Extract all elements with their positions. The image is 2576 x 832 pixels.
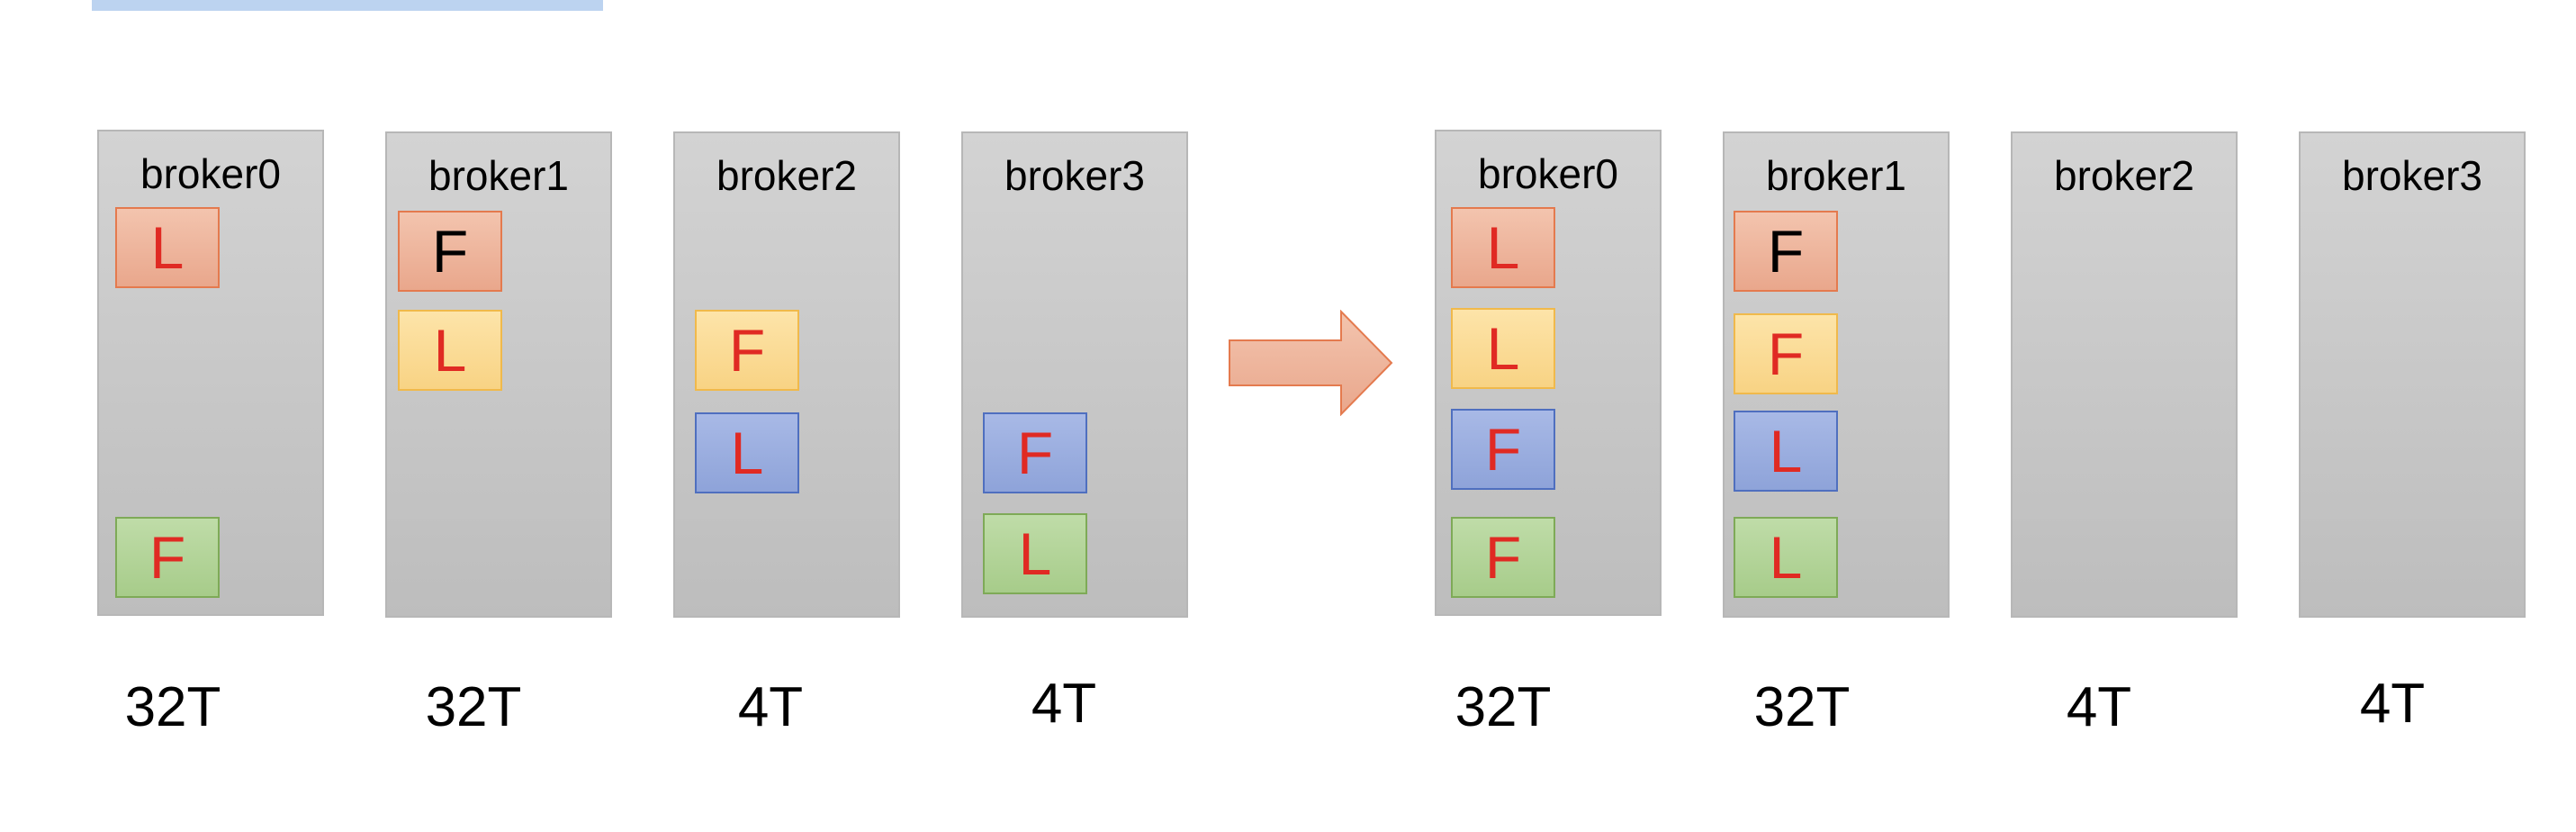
broker-label: broker3 <box>1004 152 1145 199</box>
after-broker2-capacity: 4T <box>2066 676 2132 738</box>
replica-follower: F <box>1734 211 1838 292</box>
broker-label: broker0 <box>1478 150 1618 197</box>
after-broker2-box: broker2 <box>2011 131 2238 618</box>
replica-leader: L <box>1451 207 1555 288</box>
broker-label: broker2 <box>2054 152 2194 199</box>
top-text-highlight <box>92 0 603 11</box>
replica-follower: F <box>1451 517 1555 598</box>
broker-label: broker1 <box>428 152 569 199</box>
after-broker0-capacity: 32T <box>1455 676 1552 738</box>
before-broker1-box: broker1 F L <box>385 131 612 618</box>
broker-label: broker3 <box>2342 152 2482 199</box>
before-broker3-box: broker3 F L <box>961 131 1188 618</box>
after-broker3-box: broker3 <box>2299 131 2526 618</box>
before-broker2-capacity: 4T <box>737 676 804 738</box>
before-broker1-capacity: 32T <box>425 676 522 738</box>
replica-follower: F <box>115 517 220 598</box>
broker-label: broker2 <box>716 152 857 199</box>
replica-leader: L <box>115 207 220 288</box>
before-broker0-capacity: 32T <box>124 676 221 738</box>
replica-follower: F <box>983 412 1087 493</box>
replica-leader: L <box>983 513 1087 594</box>
before-broker3-capacity: 4T <box>1031 673 1097 735</box>
replica-leader: L <box>1451 308 1555 389</box>
replica-follower: F <box>1734 313 1838 394</box>
broker-label: broker1 <box>1766 152 1906 199</box>
replica-leader: L <box>1734 411 1838 492</box>
replica-leader: L <box>398 310 502 391</box>
replica-leader: L <box>1734 517 1838 598</box>
after-broker3-capacity: 4T <box>2359 673 2426 735</box>
after-broker1-box: broker1 F F L L <box>1723 131 1950 618</box>
after-broker0-box: broker0 L L F F <box>1435 130 1662 616</box>
broker-label: broker0 <box>140 150 281 197</box>
right-arrow-icon <box>1229 310 1393 416</box>
replica-follower: F <box>695 310 799 391</box>
before-broker2-box: broker2 F L <box>673 131 900 618</box>
after-broker1-capacity: 32T <box>1753 676 1851 738</box>
replica-follower: F <box>1451 409 1555 490</box>
replica-follower: F <box>398 211 502 292</box>
before-broker0-box: broker0 L F <box>97 130 324 616</box>
replica-leader: L <box>695 412 799 493</box>
